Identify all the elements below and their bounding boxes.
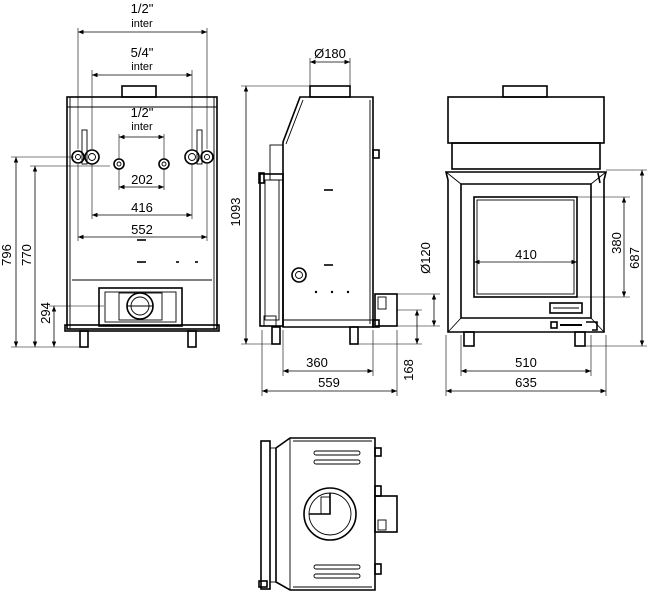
door-upper-box xyxy=(447,96,605,144)
door-air-slot xyxy=(549,302,583,314)
front-view: 1/2" inter 5/4" inter 1/2" inter 202 416… xyxy=(0,1,220,348)
side-body-outline xyxy=(282,96,374,328)
side-view: Ø180 1093 Ø120 168 360 559 xyxy=(228,46,440,396)
door-view: 410 380 687 510 635 xyxy=(444,85,647,396)
front-leg-left xyxy=(79,330,89,348)
pipe-top-note-label: inter xyxy=(131,18,153,30)
depth-559-label: 559 xyxy=(318,375,340,390)
width-202-label: 202 xyxy=(131,172,153,187)
pipe-inner-size-label: 1/2" xyxy=(131,105,154,120)
side-front-frame xyxy=(259,173,284,327)
top-rear-inlet xyxy=(374,495,398,533)
height-687-label: 687 xyxy=(627,247,642,269)
front-leg-right xyxy=(187,330,197,348)
width-416-label: 416 xyxy=(131,200,153,215)
height-770-label: 770 xyxy=(19,244,34,266)
height-1093-label: 1093 xyxy=(228,198,243,227)
height-168-label: 168 xyxy=(401,359,416,381)
pipe-mid-note-label: inter xyxy=(131,61,153,73)
width-635-label: 635 xyxy=(515,375,537,390)
glass-height-label: 380 xyxy=(609,232,624,254)
height-796-label: 796 xyxy=(0,244,14,266)
inlet-diameter-label: Ø120 xyxy=(418,242,433,274)
flue-diameter-label: Ø180 xyxy=(314,46,346,61)
height-294-label: 294 xyxy=(38,302,53,324)
door-glass xyxy=(473,196,578,298)
width-552-label: 552 xyxy=(131,222,153,237)
side-flue-stub xyxy=(309,85,351,98)
front-flue-stub xyxy=(121,85,157,98)
width-510-label: 510 xyxy=(515,355,537,370)
pipe-top-size-label: 1/2" xyxy=(131,1,154,16)
front-air-inlet xyxy=(98,287,183,327)
top-front-frame xyxy=(260,440,271,590)
top-view xyxy=(258,437,398,591)
top-ribs xyxy=(313,450,361,579)
pipe-inner-note-label: inter xyxy=(131,121,153,133)
glass-width-label: 410 xyxy=(515,247,537,262)
side-air-knob xyxy=(291,267,307,283)
depth-360-label: 360 xyxy=(306,355,328,370)
pipe-mid-size-label: 5/4" xyxy=(131,45,154,60)
top-flue-circle xyxy=(303,487,357,541)
